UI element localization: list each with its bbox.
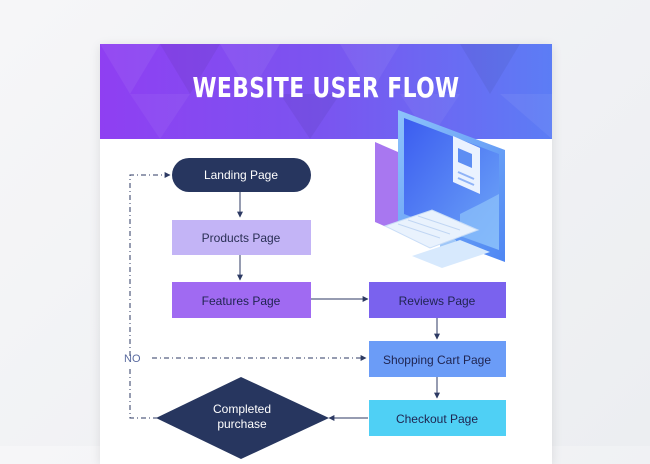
node-checkout-page <box>369 400 506 436</box>
title-banner: WEBSITE USER FLOW DIAGRAM <box>100 44 552 139</box>
node-products-label: Products Page <box>202 231 281 245</box>
node-completed-label-line1: Completed <box>213 402 271 416</box>
computer-illustration-icon <box>375 110 505 268</box>
node-cart-label: Shopping Cart Page <box>383 353 491 367</box>
node-products-page <box>172 220 311 255</box>
edge-completed-no-up <box>129 369 158 419</box>
node-shopping-cart-page <box>369 341 506 377</box>
node-checkout-label: Checkout Page <box>396 412 478 426</box>
banner-triangle-pattern <box>100 44 552 139</box>
page-title: WEBSITE USER FLOW DIAGRAM <box>192 71 460 104</box>
edge-label-no: NO <box>124 353 141 365</box>
node-completed-purchase <box>156 377 329 459</box>
user-flow-diagram: NO Landing Page Products Page Features P… <box>124 110 506 459</box>
node-landing-page <box>172 158 311 192</box>
diagram-card: WEBSITE USER FLOW DIAGRAM NO <box>100 44 552 464</box>
node-reviews-label: Reviews Page <box>399 294 476 308</box>
node-completed-label-line2: purchase <box>217 417 267 431</box>
node-reviews-page <box>369 282 506 318</box>
node-features-page <box>172 282 311 318</box>
node-landing-label: Landing Page <box>204 168 278 182</box>
edge-no-to-landing <box>129 172 171 356</box>
node-features-label: Features Page <box>202 294 281 308</box>
